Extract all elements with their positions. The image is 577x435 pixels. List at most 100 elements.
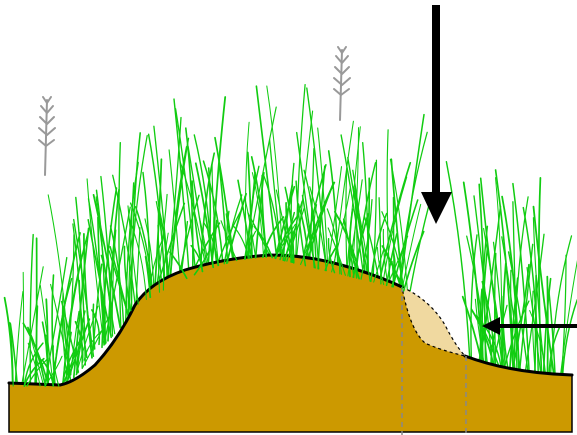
grass-blade (381, 176, 408, 291)
grass-blade (169, 251, 188, 280)
grass-blade (74, 320, 84, 363)
grass-blade (14, 291, 24, 393)
grass-blade (470, 234, 478, 362)
grass-blade (513, 196, 529, 370)
grass-blade (86, 178, 105, 346)
grass-blade (174, 108, 197, 281)
grass-blade (27, 326, 47, 387)
grass-blade (331, 187, 351, 273)
grass-blade (522, 206, 539, 374)
grass-blade (44, 355, 63, 387)
grass-blade (376, 246, 385, 286)
grass-blade (23, 342, 44, 387)
grass-blade (275, 189, 293, 263)
grass-blade (538, 177, 543, 375)
horizontal-arrow-shaft (496, 324, 577, 328)
grass-blade (118, 142, 122, 328)
grass-blade (127, 205, 139, 305)
grass-blade (378, 197, 382, 285)
grass-blade (494, 169, 514, 370)
grass-blade (326, 208, 341, 275)
grass-blade (128, 218, 147, 301)
grass-blade (306, 87, 328, 278)
grass-blade (512, 201, 518, 370)
grass-blade (546, 275, 549, 376)
grass-blade (309, 186, 327, 272)
grass-blade (391, 252, 396, 288)
grass-blade (548, 291, 556, 377)
grass-seed-heads (38, 46, 351, 176)
grass-blade (402, 230, 425, 292)
grass-blade (390, 158, 405, 298)
grass-blade (273, 223, 296, 259)
grass-blade (78, 279, 88, 359)
grass-blade (100, 254, 112, 333)
grass-blade (532, 290, 536, 373)
grass-blade (26, 357, 49, 387)
horizontal-arrow-head (482, 317, 500, 335)
grass-blade (9, 322, 14, 387)
grass-blade (290, 200, 303, 263)
grass-blade (27, 342, 41, 387)
grass-blade (203, 222, 219, 267)
grass-blade (92, 194, 122, 329)
grass-blade (353, 186, 358, 279)
seed-head-right (333, 46, 351, 121)
grass-blade (317, 165, 326, 270)
grass-blade (173, 98, 191, 284)
grass-blade (92, 303, 96, 350)
grass-blade (42, 256, 68, 393)
grass-blade (95, 196, 116, 335)
eroded-soil-wedge (401, 285, 467, 358)
grass-blade (360, 199, 373, 280)
grass-blade (237, 179, 253, 259)
grass-blade (157, 210, 161, 293)
grass-blade (29, 233, 34, 393)
grass-blade (327, 238, 336, 274)
grass-blade (501, 195, 520, 371)
grass-blade (349, 217, 355, 278)
grass-blade (128, 134, 148, 320)
grass-blade (401, 203, 422, 290)
grass-blade (561, 299, 577, 379)
grass-blade (211, 162, 220, 267)
grass-blade (62, 309, 72, 376)
grass-blade (101, 296, 106, 342)
grass-blade (352, 213, 369, 279)
grass-blade (301, 194, 316, 269)
grass-blade (187, 145, 209, 276)
grass-blade (512, 182, 530, 373)
grass-blade (255, 85, 279, 266)
grass-blade (253, 225, 274, 259)
grass-blade (524, 233, 545, 372)
mound-outline (7, 253, 574, 387)
grass-blade (130, 132, 141, 317)
grass-blade (262, 216, 285, 259)
grass-blade (329, 234, 343, 275)
grass-blade (223, 194, 243, 265)
grass-blade (370, 212, 388, 283)
grass-blade (232, 224, 249, 260)
grass-blade (87, 219, 112, 339)
grass-blade (127, 182, 135, 321)
grass-blade (63, 341, 79, 383)
grass-blade (507, 251, 529, 372)
vertical-arrow-head (421, 192, 452, 224)
grass-blade (70, 310, 80, 376)
grass-blade (478, 183, 487, 365)
grass-blade (559, 260, 577, 378)
grass-blade (220, 220, 238, 262)
grass-blade (385, 233, 398, 287)
grass-blade (202, 160, 225, 271)
grass-blade (218, 166, 229, 264)
grass-blade (479, 177, 504, 368)
grass-blades (9, 156, 425, 387)
grass-blade (294, 83, 306, 270)
grass-blade (52, 345, 60, 387)
grass-blade (101, 187, 118, 349)
grass-blade (317, 127, 329, 278)
grass-blade (144, 255, 152, 299)
grass-blade (502, 295, 509, 369)
